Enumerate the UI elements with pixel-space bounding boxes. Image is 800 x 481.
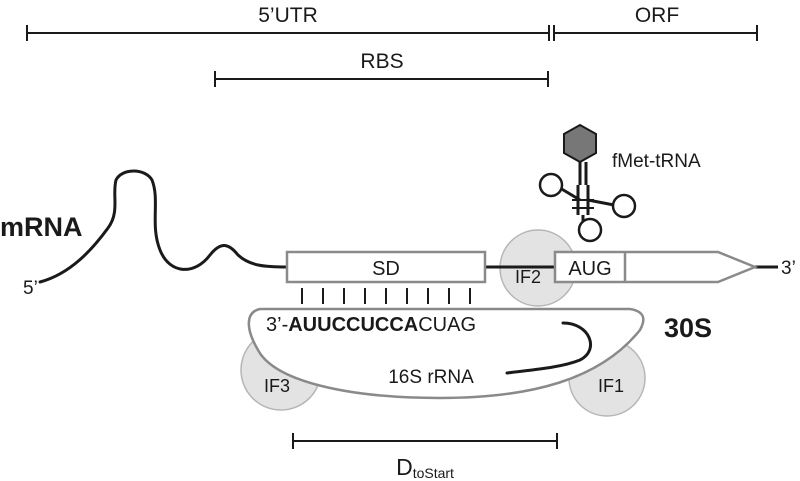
trna-label: fMet-tRNA (612, 151, 701, 172)
base-pairing-ticks (301, 288, 471, 304)
rbs-bar (214, 71, 549, 87)
five-prime-label: 5’ (23, 278, 38, 299)
sd-label: SD (372, 258, 400, 280)
if1-label: IF1 (598, 376, 624, 396)
mrna-label: mRNA (0, 212, 83, 242)
three-prime-label: 3’ (781, 258, 796, 279)
orf-bar (553, 25, 758, 41)
trna-icon (538, 123, 637, 243)
mrna-strand (38, 169, 289, 284)
utr-label: 5’UTR (258, 4, 318, 27)
sd-box (285, 250, 487, 284)
30s-subunit (247, 307, 645, 400)
utr-bar (26, 25, 550, 41)
if3-label: IF3 (264, 376, 290, 396)
distance-bar (292, 433, 558, 449)
if2-label: IF2 (515, 267, 541, 287)
rrna-label: 16S rRNA (388, 367, 474, 388)
distance-label: DtoStart (396, 454, 454, 481)
aug-label: AUG (568, 258, 611, 280)
orf-label: ORF (635, 4, 679, 27)
subunit-label: 30S (664, 313, 712, 343)
orf-arrow (553, 250, 759, 284)
rrna-line (505, 321, 592, 375)
rrna-sequence: 3’-AUUCCUCCACUAG (266, 314, 476, 336)
rbs-label: RBS (360, 50, 403, 73)
